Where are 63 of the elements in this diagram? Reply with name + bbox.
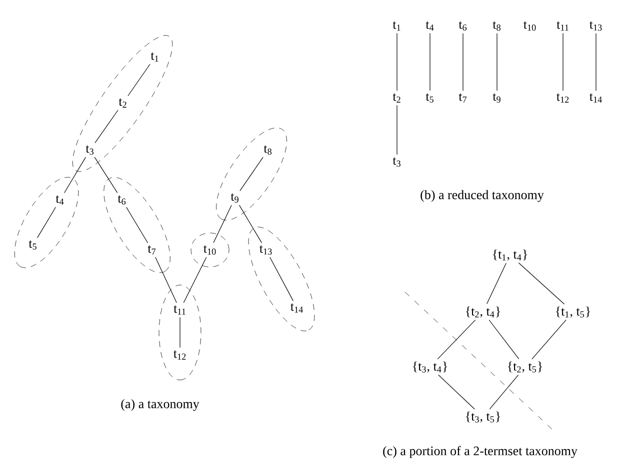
connector-line — [239, 204, 262, 244]
term-label: t$_{13}$ — [260, 245, 272, 255]
term-label: t$_{4}$ — [426, 21, 434, 31]
connector-line — [496, 33, 498, 91]
connector-line — [396, 105, 398, 155]
connector-line — [270, 256, 294, 302]
connector-line — [489, 374, 519, 410]
connector-line — [126, 206, 148, 244]
dashed-ellipse — [158, 284, 202, 380]
term-label: t$_{5}$ — [28, 240, 36, 250]
connector-line — [462, 33, 464, 92]
term-label: t$_{10}$ — [204, 245, 216, 255]
termset-label: {t$_{2}$, t$_{4}$} — [466, 306, 500, 318]
connector-line — [37, 206, 56, 238]
dashed-ellipse — [190, 232, 230, 268]
connector-line — [518, 262, 565, 304]
connector-line — [128, 64, 150, 96]
term-label: t$_{12}$ — [174, 350, 186, 360]
term-label: t$_{13}$ — [590, 21, 602, 31]
term-label: t$_{3}$ — [392, 157, 400, 167]
connector-line — [562, 33, 564, 91]
connector-line — [213, 204, 232, 244]
connector-line — [438, 374, 475, 410]
term-label: t$_{1}$ — [392, 21, 400, 31]
term-label: t$_{11}$ — [556, 21, 568, 31]
term-label: t$_{14}$ — [590, 93, 602, 103]
connector-line — [183, 256, 207, 304]
connector-line — [240, 156, 264, 192]
termset-label: {t$_{2}$, t$_{5}$} — [508, 361, 542, 372]
term-label: t$_{7}$ — [458, 93, 467, 103]
term-label: t$_{12}$ — [556, 93, 569, 103]
term-label: t$_{6}$ — [118, 195, 126, 205]
connector-line — [94, 110, 118, 144]
termset-label: {t$_{3}$, t$_{4}$} — [413, 361, 447, 372]
connector-line — [488, 320, 520, 360]
caption: (c) a portion of a 2-termset taxonomy — [383, 446, 578, 458]
caption: (a) a taxonomy — [121, 399, 200, 411]
term-label: t$_{2}$ — [118, 98, 126, 108]
connector-line — [532, 320, 566, 360]
termset-label: {t$_{3}$, t$_{5}$} — [466, 411, 500, 422]
term-label: t$_{2}$ — [392, 93, 400, 103]
term-label: t$_{10}$ — [524, 21, 536, 31]
term-label: t$_{6}$ — [458, 21, 467, 31]
term-label: t$_{1}$ — [150, 52, 158, 62]
term-label: t$_{3}$ — [86, 145, 94, 155]
caption: (b) a reduced taxonomy — [420, 190, 544, 202]
term-label: t$_{9}$ — [230, 193, 238, 203]
connector-line — [94, 156, 118, 194]
connector-line — [437, 320, 476, 360]
term-label: t$_{8}$ — [264, 145, 272, 155]
term-label: t$_{8}$ — [492, 21, 500, 31]
term-label: t$_{5}$ — [426, 93, 434, 103]
term-label: t$_{11}$ — [174, 305, 186, 315]
connector-line — [396, 33, 398, 91]
term-label: t$_{4}$ — [56, 195, 64, 205]
termset-label: {t$_{1}$, t$_{4}$} — [493, 249, 527, 260]
connector-line — [486, 262, 506, 304]
termset-label: {t$_{1}$, t$_{5}$} — [556, 306, 590, 318]
term-label: t$_{14}$ — [290, 303, 303, 313]
connector-line — [64, 156, 86, 194]
term-label: t$_{7}$ — [148, 245, 156, 255]
term-label: t$_{9}$ — [492, 93, 500, 103]
connector-line — [155, 256, 177, 304]
